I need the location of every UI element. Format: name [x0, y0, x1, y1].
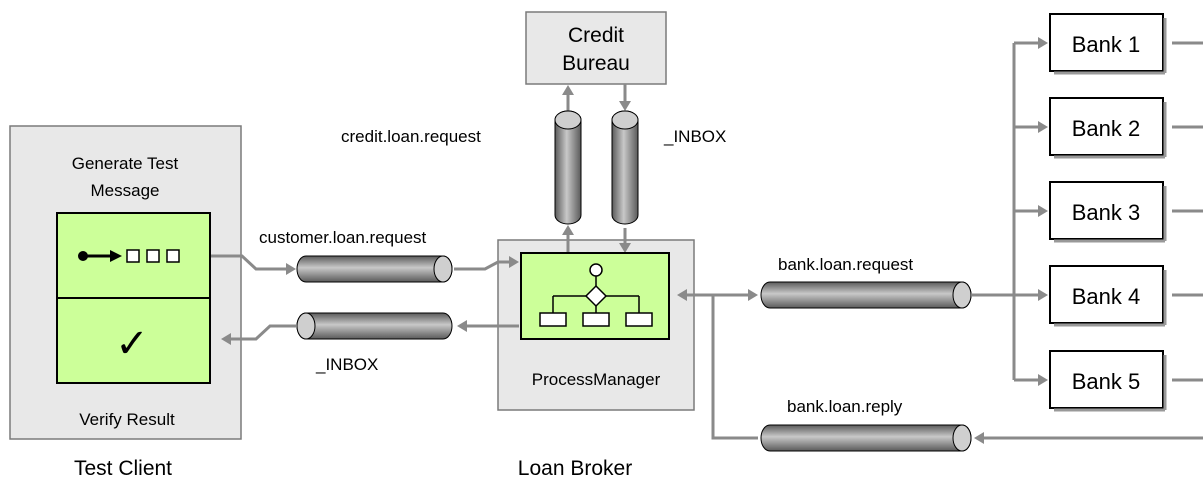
arrowhead-icon [677, 289, 687, 301]
arrowhead-icon [457, 320, 467, 332]
bank-label: Bank 4 [1072, 284, 1141, 309]
process-manager-label: ProcessManager [532, 370, 661, 389]
arrowhead-icon [1038, 37, 1048, 49]
task-box-icon [625, 312, 653, 327]
channel-bank-loan-request [760, 281, 972, 309]
verify-result-component: ✓ [56, 297, 211, 384]
generate-label-line1: Generate Test [72, 154, 179, 173]
arrowhead-icon [748, 289, 758, 301]
process-manager-component [520, 252, 670, 340]
arrowhead-icon [562, 85, 574, 95]
bank-label: Bank 2 [1072, 116, 1141, 141]
arrowhead-icon [619, 243, 631, 253]
arrowhead-icon [619, 101, 631, 111]
task-box-icon [582, 312, 610, 327]
generate-test-message-component [56, 212, 211, 299]
generate-label-line2: Message [91, 181, 160, 200]
bank-label: Bank 5 [1072, 369, 1141, 394]
channel-label-credit-inbox: _INBOX [663, 127, 726, 146]
bank-label: Bank 3 [1072, 200, 1141, 225]
caption-test-client: Test Client [74, 457, 172, 480]
start-node-icon [589, 263, 603, 277]
credit-bureau-line1: Credit [568, 24, 624, 47]
checkmark-icon: ✓ [115, 321, 149, 367]
channel-bank-loan-reply [760, 424, 972, 452]
arrowhead-icon [974, 432, 984, 444]
wire-channel-to-process [454, 260, 512, 271]
bank-list: Bank 1 Bank 2 Bank 3 Bank 4 Bank 5 [1049, 13, 1167, 412]
channel-label-bank-loan-reply: bank.loan.reply [787, 397, 903, 416]
connectors [210, 37, 1203, 444]
arrowhead-icon [1038, 374, 1048, 386]
wire-generate-to-channel [210, 254, 290, 271]
channel-client-inbox [296, 312, 453, 340]
arrowhead-icon [1038, 121, 1048, 133]
channel-credit-inbox [611, 110, 639, 225]
credit-bureau-line2: Bureau [562, 52, 630, 75]
message-square-icon [146, 249, 160, 263]
arrowhead-icon [1038, 289, 1048, 301]
channel-customer-loan-request [296, 255, 453, 283]
bank-3: Bank 3 [1049, 181, 1167, 243]
arrowhead-icon [509, 256, 519, 268]
arrowhead-icon [110, 250, 122, 262]
channel-label-customer-loan-request: customer.loan.request [259, 228, 427, 247]
channel-label-bank-loan-request: bank.loan.request [778, 255, 913, 274]
arrowhead-icon [1038, 205, 1048, 217]
arrowhead-icon [286, 263, 296, 275]
verify-result-label: Verify Result [79, 410, 175, 429]
arrowhead-icon [221, 333, 231, 345]
channel-label-client-inbox: _INBOX [315, 355, 378, 374]
bank-4: Bank 4 [1049, 265, 1167, 327]
bank-1: Bank 1 [1049, 13, 1167, 75]
arrowhead-icon [562, 225, 574, 235]
channel-credit-loan-request [554, 110, 582, 225]
wire-inbox-to-verify [230, 324, 296, 341]
bank-2: Bank 2 [1049, 97, 1167, 159]
channel-label-credit-loan-request: credit.loan.request [341, 127, 481, 146]
message-square-icon [126, 249, 140, 263]
bank-5: Bank 5 [1049, 350, 1167, 412]
caption-loan-broker: Loan Broker [518, 457, 632, 480]
wire-process-to-bank-reply [711, 295, 758, 440]
credit-bureau-box: Credit Bureau [525, 11, 667, 85]
bank-label: Bank 1 [1072, 32, 1141, 57]
task-box-icon [539, 312, 567, 327]
message-square-icon [166, 249, 180, 263]
